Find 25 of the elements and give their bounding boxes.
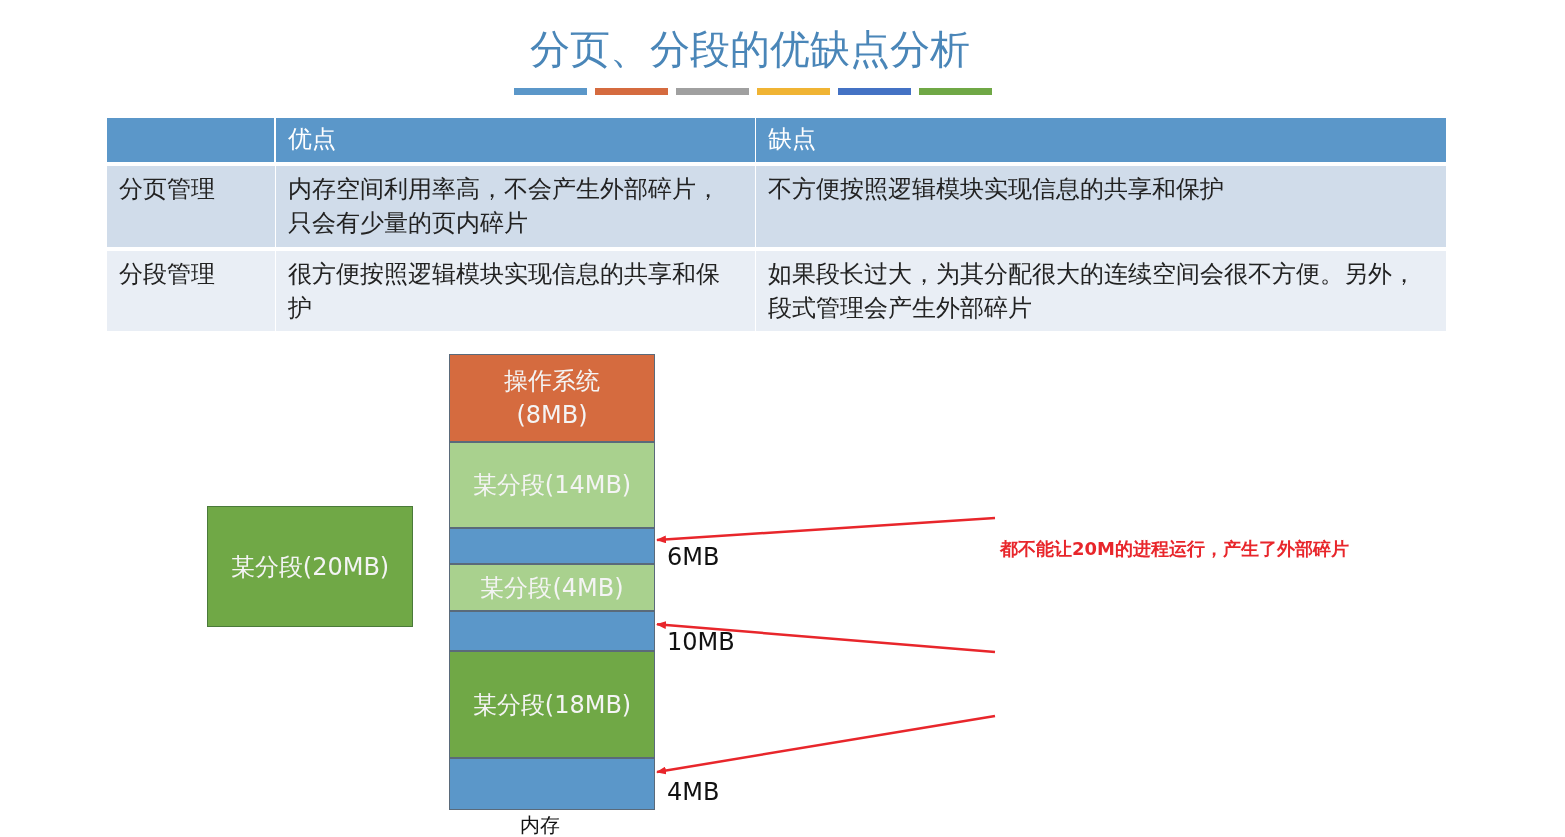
table-cell: 如果段长过大，为其分配很大的连续空间会很不方便。另外，段式管理会产生外部碎片 bbox=[756, 251, 1446, 331]
table-cell: 分段管理 bbox=[107, 251, 275, 331]
table-cell: 分页管理 bbox=[107, 166, 275, 247]
size-label: 10MB bbox=[667, 628, 735, 656]
table-header-cell: 优点 bbox=[276, 118, 755, 162]
annotation-text: 都不能让20M的进程运行，产生了外部碎片 bbox=[1000, 537, 1349, 561]
segment-block: 某分段(14MB) bbox=[449, 442, 655, 528]
os-block: 操作系统 (8MB) bbox=[449, 354, 655, 442]
title: 分页、分段的优缺点分析 bbox=[529, 25, 971, 74]
size-label: 4MB bbox=[667, 778, 720, 806]
memory-caption: 内存 bbox=[520, 812, 560, 837]
free-block bbox=[449, 528, 655, 564]
table-cell: 内存空间利用率高，不会产生外部碎片，只会有少量的页内碎片 bbox=[276, 166, 755, 247]
segment-block: 某分段(20MB) bbox=[207, 506, 413, 627]
table-header-cell: 缺点 bbox=[756, 118, 1446, 162]
arrow bbox=[656, 714, 996, 775]
table-cell: 很方便按照逻辑模块实现信息的共享和保护 bbox=[276, 251, 755, 331]
free-block bbox=[449, 611, 655, 651]
size-label: 6MB bbox=[667, 543, 720, 571]
table-cell: 不方便按照逻辑模块实现信息的共享和保护 bbox=[756, 166, 1446, 247]
segment-block: 某分段(4MB) bbox=[449, 564, 655, 611]
segment-block: 某分段(18MB) bbox=[449, 651, 655, 758]
arrow bbox=[656, 621, 996, 654]
arrow bbox=[656, 516, 996, 544]
free-block bbox=[449, 758, 655, 810]
